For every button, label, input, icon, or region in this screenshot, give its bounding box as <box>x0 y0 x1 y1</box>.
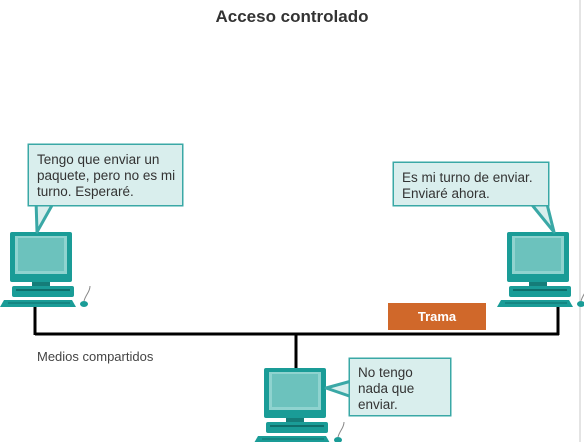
computer-right-icon <box>496 231 584 308</box>
speech-bubble-left: Tengo que enviar un paquete, pero no es … <box>29 145 182 205</box>
computer-bottom-icon <box>253 367 345 442</box>
frame-label: Trama <box>388 303 486 330</box>
divider <box>579 0 581 442</box>
bubble-right-text: Es mi turno de enviar. Enviaré ahora. <box>402 170 533 201</box>
speech-bubble-right: Es mi turno de enviar. Enviaré ahora. <box>394 163 548 205</box>
bubble-left-text: Tengo que enviar un paquete, pero no es … <box>37 152 176 199</box>
speech-bubble-bottom: No tengo nada que enviar. <box>350 359 450 415</box>
diagram-title: Acceso controlado <box>215 7 369 26</box>
computer-left-icon <box>0 231 91 308</box>
shared-media-label: Medios compartidos <box>37 349 154 364</box>
bubble-bottom-text: No tengo nada que enviar. <box>358 365 415 412</box>
